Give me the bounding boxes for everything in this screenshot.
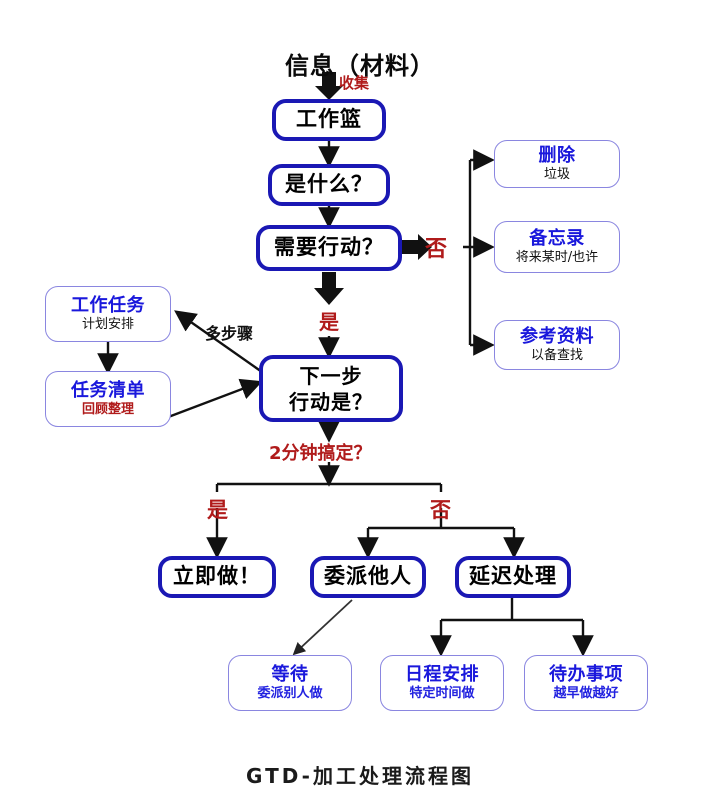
node-do-now-label: 立即做！: [173, 564, 261, 589]
node-waiting-title: 等待: [271, 663, 309, 685]
edge-label-yes-bottom: 是: [207, 498, 228, 522]
node-todo-subtitle: 越早做越好: [553, 685, 619, 701]
node-next-action-line2: 行动是？: [289, 389, 373, 414]
edge-label-multistep: 多步骤: [205, 324, 254, 343]
node-next-action-line1: 下一步: [299, 363, 363, 388]
edge-label-collect: 收集: [339, 74, 370, 92]
node-project-title: 工作任务: [71, 294, 145, 316]
node-trash-subtitle: 垃圾: [543, 166, 570, 182]
node-tasklist-subtitle: 回顾整理: [81, 401, 134, 417]
node-do-now[interactable]: 立即做！: [158, 556, 276, 598]
node-waiting-subtitle: 委派别人做: [257, 685, 323, 701]
node-next-action[interactable]: 下一步 行动是？: [259, 355, 403, 422]
node-defer-label: 延迟处理: [469, 564, 557, 589]
node-what-label: 是什么？: [285, 172, 373, 197]
node-delegate[interactable]: 委派他人: [310, 556, 426, 598]
node-project-subtitle: 计划安排: [81, 316, 134, 332]
node-inbox[interactable]: 工作篮: [272, 99, 386, 141]
node-project[interactable]: 工作任务 计划安排: [45, 286, 171, 342]
node-someday-subtitle: 将来某时/也许: [515, 249, 599, 265]
node-calendar[interactable]: 日程安排 特定时间做: [380, 655, 504, 711]
node-calendar-subtitle: 特定时间做: [409, 685, 475, 701]
edge-label-no-top: 否: [425, 237, 448, 262]
node-trash-title: 删除: [538, 144, 576, 166]
diagram-header: 信息（材料）: [285, 52, 435, 80]
node-reference[interactable]: 参考资料 以备查找: [494, 320, 620, 370]
node-calendar-title: 日程安排: [405, 663, 479, 685]
node-actionable[interactable]: 需要行动？: [256, 225, 402, 271]
edge-label-yes-top: 是: [319, 310, 339, 334]
node-what[interactable]: 是什么？: [268, 164, 390, 206]
node-reference-subtitle: 以备查找: [530, 347, 583, 363]
node-inbox-label: 工作篮: [296, 107, 362, 132]
edge-label-no-bottom: 否: [430, 498, 451, 522]
node-tasklist-title: 任务清单: [71, 379, 145, 401]
node-delegate-label: 委派他人: [324, 564, 412, 589]
edge-label-two-minutes: 2分钟搞定？: [269, 443, 372, 464]
node-someday-title: 备忘录: [529, 227, 585, 249]
node-reference-title: 参考资料: [520, 325, 594, 347]
node-defer[interactable]: 延迟处理: [455, 556, 571, 598]
node-waiting[interactable]: 等待 委派别人做: [228, 655, 352, 711]
diagram-title: GTD-加工处理流程图: [246, 764, 474, 788]
node-someday[interactable]: 备忘录 将来某时/也许: [494, 221, 620, 273]
node-todo[interactable]: 待办事项 越早做越好: [524, 655, 648, 711]
node-tasklist[interactable]: 任务清单 回顾整理: [45, 371, 171, 427]
node-trash[interactable]: 删除 垃圾: [494, 140, 620, 188]
node-todo-title: 待办事项: [549, 663, 623, 685]
node-actionable-label: 需要行动？: [274, 235, 384, 260]
